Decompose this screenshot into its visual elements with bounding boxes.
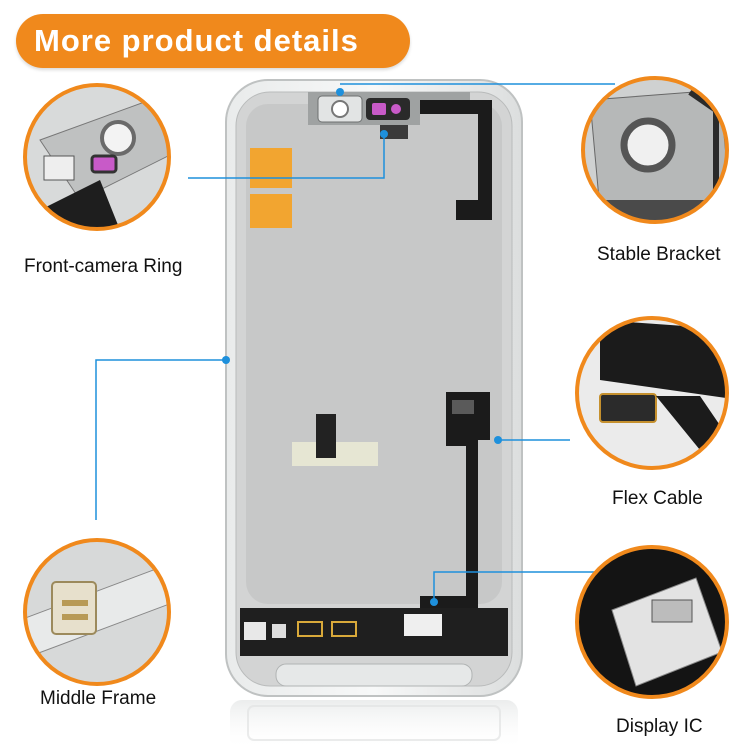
leader-line-middle-frame xyxy=(95,359,226,520)
middle-frame-zoom xyxy=(23,538,171,686)
label-stable-bracket: Stable Bracket xyxy=(597,244,721,265)
label-flex-cable: Flex Cable xyxy=(612,488,703,509)
label-middle-frame: Middle Frame xyxy=(40,688,157,709)
pointer-dot-icon xyxy=(222,356,230,364)
leader-line-front-camera-ring xyxy=(188,134,385,179)
display-ic-zoom xyxy=(575,545,729,699)
leader-lines xyxy=(95,83,615,602)
label-display-ic: Display IC xyxy=(616,716,703,737)
pointer-dot-icon xyxy=(336,88,344,96)
title-banner: More product details xyxy=(16,14,410,68)
leader-line-display-ic xyxy=(433,571,604,602)
flex-cable-zoom xyxy=(575,316,729,470)
front-camera-ring-zoom xyxy=(23,83,171,231)
label-front-camera-ring: Front-camera Ring xyxy=(24,256,183,277)
pointer-dot-icon xyxy=(430,598,438,606)
pointer-dot-icon xyxy=(494,436,502,444)
screen-assembly xyxy=(225,79,523,697)
pointer-dots xyxy=(222,88,502,606)
stable-bracket-zoom xyxy=(581,76,729,224)
banner-title: More product details xyxy=(34,23,359,58)
pointer-dot-icon xyxy=(380,130,388,138)
phone-reflection xyxy=(230,700,518,750)
